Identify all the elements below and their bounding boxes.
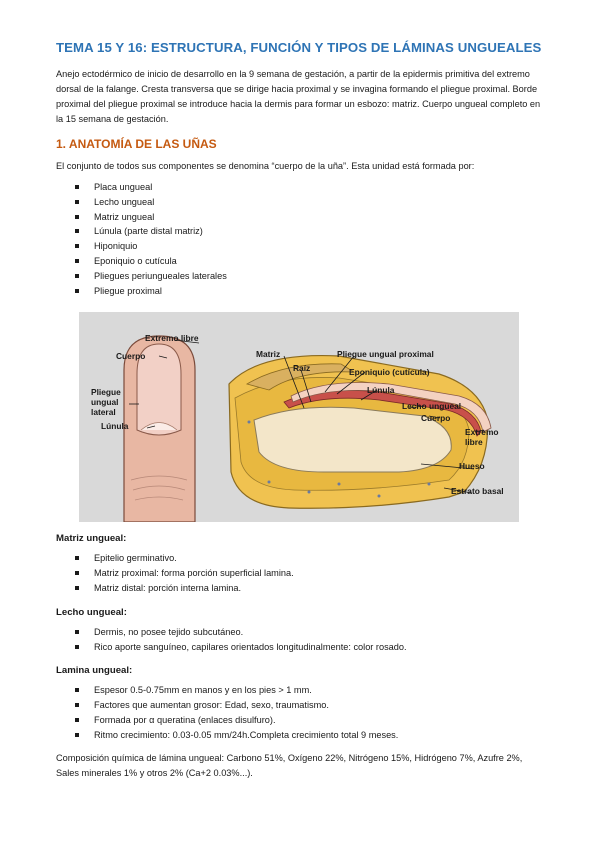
list-item: Placa ungueal — [56, 180, 543, 195]
list-item: Epitelio germinativo. — [56, 551, 543, 566]
components-list: Placa ungueal Lecho ungueal Matriz ungue… — [56, 180, 543, 298]
section-heading: 1. ANATOMÍA DE LAS UÑAS — [56, 137, 217, 151]
nail-illustration — [123, 335, 492, 523]
list-item: Eponiquio o cutícula — [56, 254, 543, 269]
label-extremo-libre-right: Extremo libre — [465, 427, 499, 447]
matriz-list: Epitelio germinativo. Matriz proximal: f… — [56, 551, 543, 595]
label-cuerpo: Cuerpo — [116, 351, 146, 362]
list-item: Ritmo crecimiento: 0.03-0.05 mm/24h.Comp… — [56, 728, 543, 743]
list-item: Pliegues periungueales laterales — [56, 269, 543, 284]
list-item: Lúnula (parte distal matriz) — [56, 224, 543, 239]
lecho-heading: Lecho ungueal: — [56, 606, 127, 618]
label-pliegue-lateral: Pliegue ungual lateral — [91, 387, 121, 417]
label-pliegue-proximal: Pliegue ungual proximal — [337, 349, 434, 360]
lecho-list: Dermis, no posee tejido subcutáneo. Rico… — [56, 625, 543, 655]
list-item: Formada por α queratina (enlaces disulfu… — [56, 713, 543, 728]
label-matriz: Matriz — [256, 349, 281, 360]
list-item: Rico aporte sanguíneo, capilares orienta… — [56, 640, 543, 655]
list-item: Matriz proximal: forma porción superfici… — [56, 566, 543, 581]
page-title: TEMA 15 Y 16: ESTRUCTURA, FUNCIÓN Y TIPO… — [56, 40, 542, 55]
list-item: Factores que aumentan grosor: Edad, sexo… — [56, 698, 543, 713]
section-lead: El conjunto de todos sus componentes se … — [56, 161, 475, 171]
label-estrato-basal: Estrato basal — [451, 486, 504, 497]
intro-paragraph: Anejo ectodérmico de inicio de desarroll… — [56, 69, 541, 124]
list-item: Lecho ungueal — [56, 195, 543, 210]
composition-paragraph: Composición química de lámina ungueal: C… — [56, 752, 523, 778]
label-raiz: Raíz — [293, 363, 311, 374]
matriz-heading: Matriz ungueal: — [56, 533, 127, 545]
label-extremo-libre: Extremo libre — [145, 333, 199, 344]
label-lunula-left: Lúnula — [101, 421, 129, 432]
list-item: Dermis, no posee tejido subcutáneo. — [56, 625, 543, 640]
list-item: Matriz distal: porción interna lamina. — [56, 581, 543, 596]
label-hueso: Hueso — [459, 461, 485, 472]
label-lunula-right: Lúnula — [367, 385, 395, 396]
label-cuerpo-right: Cuerpo — [421, 413, 451, 424]
list-item: Hiponiquio — [56, 239, 543, 254]
lamina-heading: Lamina ungueal: — [56, 665, 133, 677]
lamina-list: Espesor 0.5-0.75mm en manos y en los pie… — [56, 683, 543, 742]
list-item: Pliegue proximal — [56, 284, 543, 299]
list-item: Matriz ungueal — [56, 210, 543, 225]
list-item: Espesor 0.5-0.75mm en manos y en los pie… — [56, 683, 543, 698]
label-eponiquio: Eponiquio (cutícula) — [349, 367, 430, 378]
nail-anatomy-figure: Extremo libre Cuerpo Pliegue ungual late… — [79, 312, 519, 523]
label-lecho: Lecho ungueal — [402, 401, 462, 412]
